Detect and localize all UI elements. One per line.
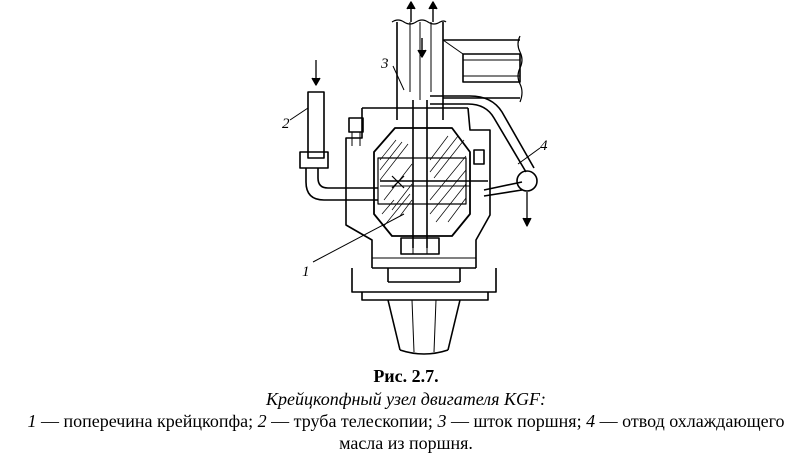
bottom-nut [400, 237, 440, 255]
side-bolt-left [348, 117, 364, 146]
upper-right-frame [442, 35, 523, 103]
crosshead-housing [345, 107, 491, 283]
figure-legend: 1 — поперечина крейцкопфа; 2 — труба тел… [0, 410, 812, 454]
pipe-arrow [311, 60, 321, 86]
small-box-right [473, 149, 485, 165]
legend-num-1: 1 [27, 411, 37, 431]
figure-caption: Рис. 2.7. Крейцкопфный узел двигателя KG… [0, 364, 812, 454]
legend-text-2: — труба телескопии; [266, 411, 438, 431]
legend-num-4: 4 [586, 411, 596, 431]
legend-text-4: — отвод охлаждающего масла из поршня. [339, 411, 785, 453]
telescopic-pipe [299, 91, 378, 201]
leader-lines [289, 65, 541, 263]
legend-num-2: 2 [257, 411, 267, 431]
piston-rod [391, 19, 447, 248]
label-4: 4 [540, 138, 548, 154]
figure-title: Крейцкопфный узел двигателя KGF: [266, 389, 546, 409]
drain-arrow [522, 192, 532, 227]
legend-text-1: — поперечина крейцкопфа; [36, 411, 258, 431]
cross-mark [391, 175, 405, 189]
label-3: 3 [380, 56, 389, 72]
crosshead-block [373, 127, 488, 237]
legend-num-3: 3 [437, 411, 447, 431]
label-1: 1 [302, 264, 310, 280]
figure-number: Рис. 2.7. [373, 366, 439, 386]
label-2: 2 [282, 116, 290, 132]
lower-support [351, 268, 497, 355]
crosshead-assembly-drawing: 1 2 3 4 [282, 1, 548, 355]
flow-arrows-top [406, 1, 438, 58]
legend-text-3: — шток поршня; [446, 411, 587, 431]
oil-drain-pipe [430, 95, 538, 197]
hatching [379, 135, 467, 227]
